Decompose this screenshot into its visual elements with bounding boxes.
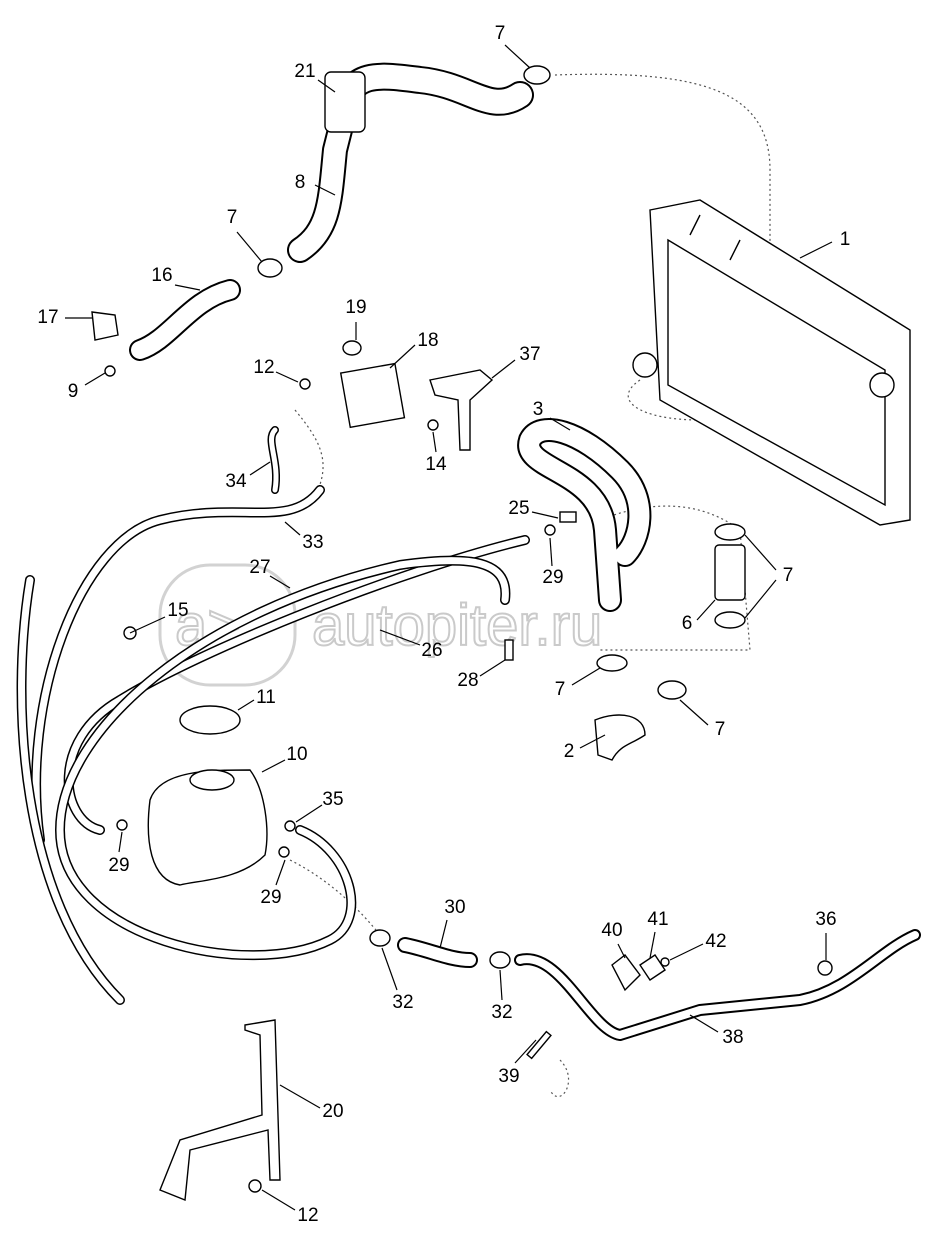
callout: 9 (68, 381, 79, 402)
callout: 35 (322, 789, 343, 810)
callout: 41 (647, 909, 668, 930)
callout: 30 (444, 897, 465, 918)
callout: 2 (564, 741, 575, 762)
callout: 16 (151, 265, 172, 286)
callout: 26 (421, 640, 442, 661)
hoses (16, 62, 921, 1041)
watermark-logo: a> autopiter.ru (158, 563, 603, 687)
leader-lines (65, 44, 833, 1211)
callout: 8 (295, 172, 306, 193)
callout: 29 (108, 855, 129, 876)
callout: 28 (457, 670, 478, 691)
watermark-text: autopiter.ru (312, 593, 602, 658)
callout: 1 (840, 229, 851, 250)
callout: 36 (815, 909, 836, 930)
callout: 12 (253, 357, 274, 378)
callout: 7 (495, 23, 506, 44)
callout: 18 (417, 330, 438, 351)
callout: 15 (167, 600, 188, 621)
callout: 3 (533, 399, 544, 420)
callout: 38 (722, 1027, 743, 1048)
callouts: 7 21 8 1 7 16 17 9 19 18 12 37 3 14 34 2… (37, 23, 850, 1226)
callout: 37 (519, 344, 540, 365)
callout: 7 (227, 207, 238, 228)
radiator (632, 199, 911, 526)
callout: 10 (286, 744, 307, 765)
callout: 17 (37, 307, 58, 328)
callout: 6 (682, 613, 693, 634)
callout: 42 (705, 931, 726, 952)
callout: 21 (294, 61, 315, 82)
callout: 34 (225, 471, 247, 492)
callout: 29 (260, 887, 281, 908)
callout: 7 (715, 719, 726, 740)
callout: 7 (555, 679, 566, 700)
callout: 20 (322, 1101, 343, 1122)
small-parts (91, 65, 833, 1201)
callout: 39 (498, 1066, 519, 1087)
callout: 12 (297, 1205, 318, 1226)
callout: 14 (425, 454, 447, 475)
callout: 32 (392, 992, 413, 1013)
callout: 19 (345, 297, 366, 318)
callout: 7 (783, 565, 794, 586)
callout: 11 (256, 687, 276, 708)
callout: 33 (302, 532, 323, 553)
callout: 40 (601, 920, 622, 941)
callout: 25 (508, 498, 529, 519)
callout: 29 (542, 567, 563, 588)
callout: 27 (249, 557, 270, 578)
callout: 32 (491, 1002, 512, 1023)
